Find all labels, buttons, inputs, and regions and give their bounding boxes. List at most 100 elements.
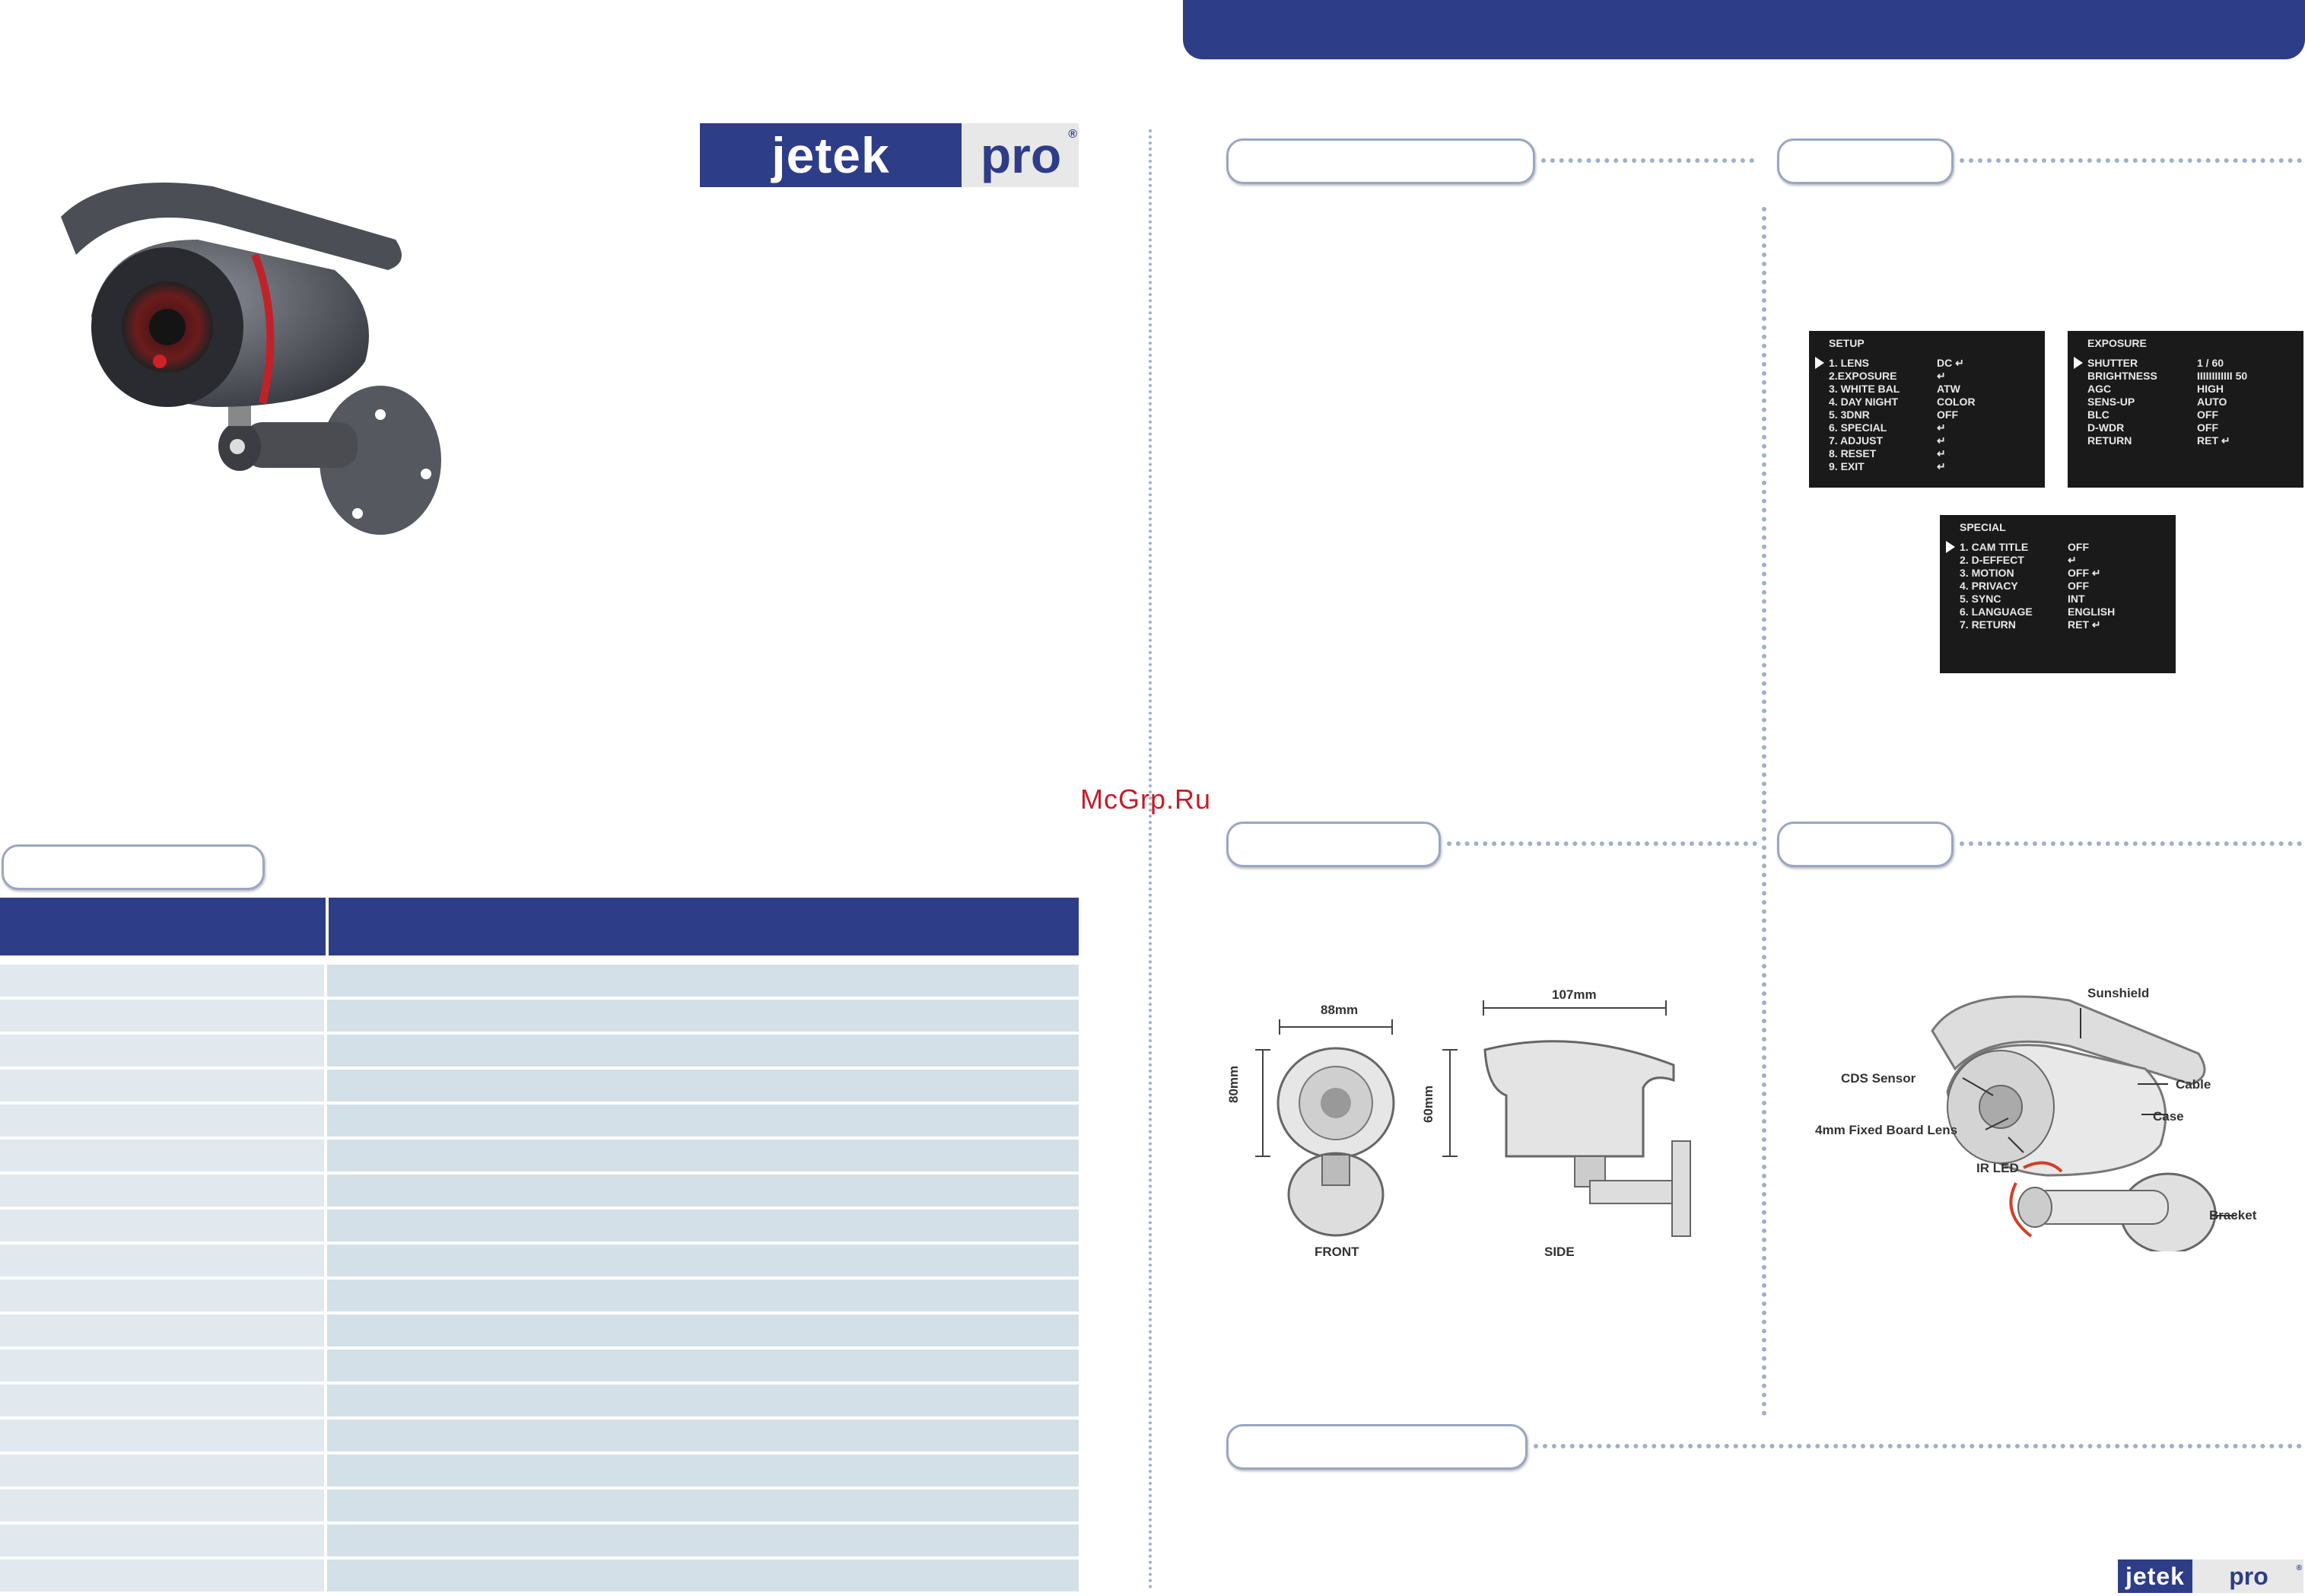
dimension-drawing xyxy=(1255,1000,1691,1237)
section-leader xyxy=(1960,841,2302,846)
table-row xyxy=(0,965,1079,997)
table-row xyxy=(0,1559,1079,1591)
spec-cell-label xyxy=(0,1524,324,1556)
spec-cell-label xyxy=(0,1070,324,1102)
logo-pro: pro ® xyxy=(2192,1559,2303,1593)
osd-item-label: 9. EXIT xyxy=(1829,460,1865,472)
logo-registered-mark: ® xyxy=(1068,128,1077,141)
osd-item-value: 1 / 60 xyxy=(2197,357,2224,369)
osd-item-value: RET ↵ xyxy=(2197,434,2230,447)
spec-cell-label xyxy=(0,1455,324,1486)
spec-table-body xyxy=(0,965,1079,1596)
osd-item-value: DC ↵ xyxy=(1937,357,1964,369)
osd-item-value: ↵ xyxy=(1937,421,1946,434)
table-row xyxy=(0,1524,1079,1556)
front-view-caption: FRONT xyxy=(1315,1245,1359,1259)
dim-front-height-label: 80mm xyxy=(1226,1065,1241,1103)
spec-cell-value xyxy=(327,1035,1079,1067)
camera-product-photo xyxy=(61,183,441,535)
part-case-label: Case xyxy=(2153,1109,2184,1124)
osd-item-label: 8. RESET xyxy=(1829,447,1877,459)
section-label-top-left xyxy=(1226,138,1535,184)
dim-width-label: 88mm xyxy=(1321,1003,1359,1017)
part-cds-sensor-label: CDS Sensor xyxy=(1841,1071,1916,1086)
section-label-osd xyxy=(1777,138,1954,184)
osd-item-value: OFF xyxy=(2197,409,2218,421)
logo-pro-text: pro xyxy=(980,127,1062,183)
section-label-dimensions xyxy=(1226,822,1441,867)
spec-cell-value xyxy=(327,1315,1079,1346)
spec-cell-value xyxy=(327,1489,1079,1521)
brand-logo-small: Jetek pro ® xyxy=(2118,1559,2303,1593)
section-leader xyxy=(1447,841,1757,846)
spec-cell-label xyxy=(0,1175,324,1207)
spec-cell-value xyxy=(327,1524,1079,1556)
osd-item-value: OFF xyxy=(2197,421,2218,434)
osd-item-label: 4. DAY NIGHT xyxy=(1829,396,1899,408)
table-row xyxy=(0,1210,1079,1242)
osd-item-label: 6. SPECIAL xyxy=(1829,421,1887,434)
table-row xyxy=(0,1315,1079,1346)
osd-item-value: ↵ xyxy=(1937,447,1946,459)
osd-item-label: D-WDR xyxy=(2087,421,2125,434)
spec-cell-value xyxy=(327,1000,1079,1032)
section-leader xyxy=(1960,158,2302,163)
osd-item-label: AGC xyxy=(2087,383,2112,395)
watermark-text: McGrp.Ru xyxy=(1080,784,1212,815)
table-row xyxy=(0,1455,1079,1486)
osd-item-value: OFF xyxy=(2068,541,2089,553)
osd-item-value: ↵ xyxy=(1937,460,1946,472)
spec-cell-value xyxy=(327,1559,1079,1591)
osd-cursor-icon xyxy=(2074,357,2083,369)
osd-item-label: 6. LANGUAGE xyxy=(1960,606,2033,618)
spec-cell-label xyxy=(0,1489,324,1521)
spec-cell-value xyxy=(327,1070,1079,1102)
osd-item-value: ATW xyxy=(1937,383,1960,395)
table-row xyxy=(0,1420,1079,1451)
spec-cell-label xyxy=(0,1210,324,1242)
spec-cell-label xyxy=(0,1105,324,1137)
osd-item-value: RET ↵ xyxy=(2068,618,2101,631)
side-view-caption: SIDE xyxy=(1544,1245,1575,1259)
osd-setup-title: SETUP xyxy=(1829,337,1865,349)
osd-cursor-icon xyxy=(1946,541,1955,553)
table-row xyxy=(0,1385,1079,1416)
osd-item-label: 1. LENS xyxy=(1829,357,1869,369)
spec-cell-label xyxy=(0,1420,324,1451)
osd-item-value: ↵ xyxy=(1937,370,1946,382)
osd-item-label: SENS-UP xyxy=(2087,396,2135,408)
osd-item-value: ↵ xyxy=(2068,554,2077,566)
spec-section-label xyxy=(2,844,265,890)
osd-item-label: BLC xyxy=(2087,409,2109,421)
section-leader xyxy=(1541,158,1754,163)
osd-special-menu: SPECIAL 1. CAM TITLE OFF 2. D-EFFECT ↵ 3… xyxy=(1940,515,2176,673)
part-cable-label: Cable xyxy=(2176,1077,2211,1092)
table-row xyxy=(0,1070,1079,1102)
table-row xyxy=(0,1000,1079,1032)
table-row xyxy=(0,1140,1079,1172)
osd-item-label: 5. SYNC xyxy=(1960,593,2001,605)
osd-special-title: SPECIAL xyxy=(1960,521,2006,533)
spec-cell-value xyxy=(327,1455,1079,1486)
spec-cell-label xyxy=(0,1315,324,1346)
spec-cell-label xyxy=(0,1140,324,1172)
dim-length-label: 107mm xyxy=(1552,987,1597,1002)
parts-diagram xyxy=(1931,995,2237,1251)
osd-setup-menu: SETUP 1. LENS DC ↵ 2.EXPOSURE ↵ 3. WHITE… xyxy=(1809,331,2045,488)
part-lens-label: 4mm Fixed Board Lens xyxy=(1815,1123,1958,1137)
osd-item-label: RETURN xyxy=(2087,434,2132,447)
page-divider xyxy=(1149,129,1152,1590)
table-row xyxy=(0,1350,1079,1381)
osd-item-value: OFF xyxy=(1937,409,1958,421)
osd-item-value: OFF ↵ xyxy=(2068,567,2101,579)
osd-exposure-menu: EXPOSURE SHUTTER 1 / 60 BRIGHTNESS IIIII… xyxy=(2068,331,2303,488)
osd-item-label: 3. WHITE BAL xyxy=(1829,383,1900,395)
osd-item-label: BRIGHTNESS xyxy=(2087,370,2157,382)
spec-cell-value xyxy=(327,1105,1079,1137)
brand-logo: Jetek pro ® xyxy=(700,123,1079,187)
table-row xyxy=(0,1175,1079,1207)
osd-item-value: HIGH xyxy=(2197,383,2224,395)
osd-item-label: 7. ADJUST xyxy=(1829,434,1884,447)
spec-cell-value xyxy=(327,1385,1079,1416)
column-divider xyxy=(1762,207,1766,1416)
